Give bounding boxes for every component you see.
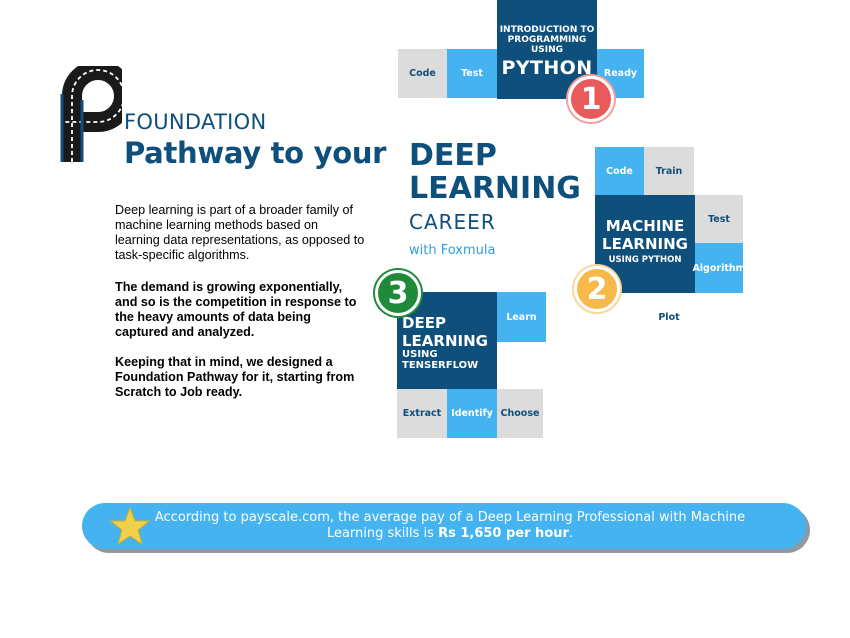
module2-tile-algorithm: Algorithm: [692, 243, 746, 293]
heading-pathway: Pathway to your: [124, 136, 387, 170]
module3-tile-identify: Identify: [447, 389, 497, 438]
banner-text-main: According to payscale.com, the average p…: [154, 510, 746, 541]
module3-tile-learn: Learn: [497, 292, 546, 342]
road-p-logo-icon: [60, 66, 122, 162]
title-with-foxmula: with Foxmula: [409, 243, 496, 258]
module3-title: DEEP LEARNING: [402, 314, 488, 350]
module1-subtitle: INTRODUCTION TO PROGRAMMING USING: [499, 25, 595, 55]
pathway-paragraph: Keeping that in mind, we designed a Foun…: [115, 355, 355, 399]
module3-subtitle: USING TENSERFLOW: [402, 349, 479, 371]
banner-text-rate: Rs 1,650 per hour: [438, 526, 569, 541]
module1-number-badge: 1: [568, 76, 614, 122]
title-career: CAREER: [409, 210, 496, 234]
module2-title: MACHINE LEARNING: [602, 217, 688, 253]
module1-tile-code: Code: [398, 49, 447, 98]
banner-text: According to payscale.com, the average p…: [140, 510, 760, 542]
module2-tile-code: Code: [595, 147, 644, 195]
star-icon: [110, 506, 150, 546]
module3-card: DEEP LEARNING USING TENSERFLOW: [397, 292, 497, 389]
module2-tile-train: Train: [644, 147, 694, 195]
module2-number-badge: 2: [574, 266, 620, 312]
salary-banner: [82, 503, 806, 549]
module3-tile-choose: Choose: [497, 389, 543, 438]
module2-tile-test: Test: [695, 195, 743, 243]
title-deep: DEEP: [409, 138, 497, 173]
module2-subtitle: USING PYTHON: [608, 255, 682, 265]
module1-tile-test: Test: [447, 49, 497, 98]
module3-tile-extract: Extract: [397, 389, 447, 438]
module2-tile-plot: Plot: [658, 311, 680, 323]
module1-title: PYTHON: [501, 57, 593, 79]
demand-paragraph: The demand is growing exponentially, and…: [115, 280, 357, 339]
module3-number-badge: 3: [375, 270, 421, 316]
title-learning: LEARNING: [409, 171, 581, 206]
heading-foundation: FOUNDATION: [124, 110, 267, 134]
banner-text-end: .: [568, 526, 574, 541]
module1-card: INTRODUCTION TO PROGRAMMING USING PYTHON: [497, 0, 597, 99]
intro-paragraph: Deep learning is part of a broader famil…: [115, 203, 365, 262]
